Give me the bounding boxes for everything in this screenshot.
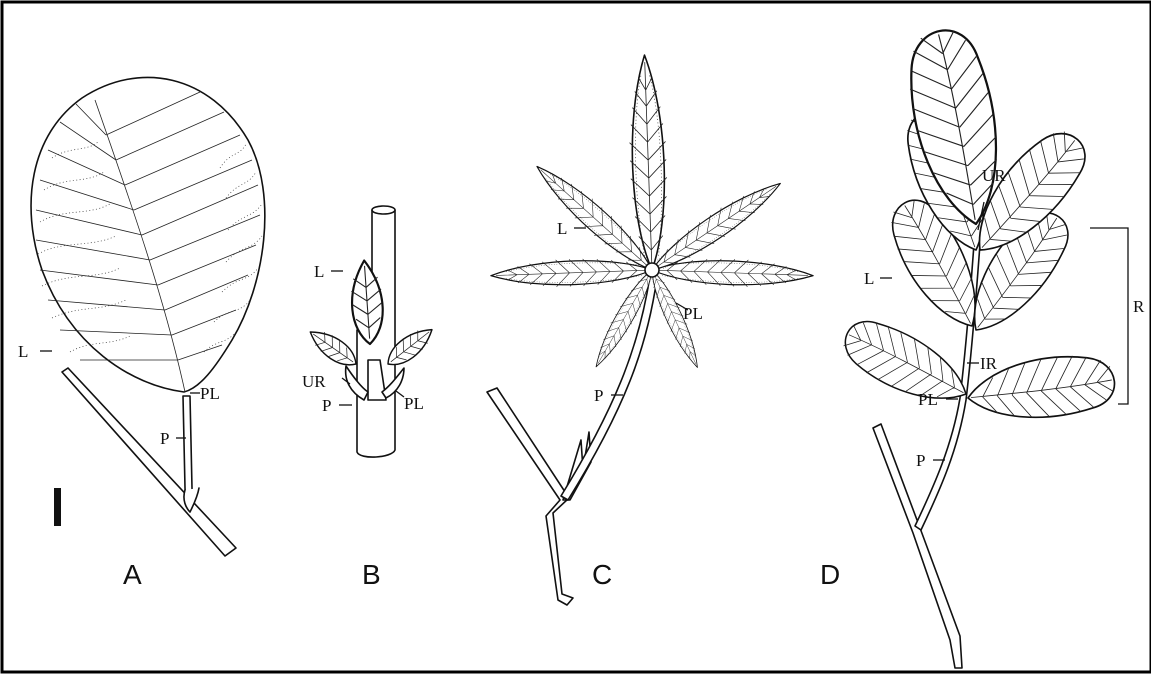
panel-a-label-pl: PL: [200, 384, 220, 403]
panel-b-label-l: L: [314, 262, 324, 281]
panel-d-label-ur: UR: [982, 166, 1006, 185]
panel-c-label-p: P: [594, 386, 603, 405]
panel-d-label-pl: PL: [918, 390, 938, 409]
panel-a-letter: A: [123, 559, 142, 590]
panel-d-label-l: L: [864, 269, 874, 288]
panel-b-letter: B: [362, 559, 381, 590]
panel-d-label-r: R: [1133, 297, 1145, 316]
panel-c-letter: C: [592, 559, 612, 590]
panel-d-label-ir: IR: [980, 354, 998, 373]
panel-b-label-ur: UR: [302, 372, 326, 391]
panel-b-label-p: P: [322, 396, 331, 415]
panel-c-petiole-apex: [645, 263, 659, 277]
panel-b-stem-top: [372, 206, 395, 214]
panel-a-label-l: L: [18, 342, 28, 361]
panel-c-label-l: L: [557, 219, 567, 238]
panel-a-label-p: P: [160, 429, 169, 448]
panel-d-label-p: P: [916, 451, 925, 470]
panel-d-letter: D: [820, 559, 840, 590]
panel-b-label-pl: PL: [404, 394, 424, 413]
scale-bar: [54, 488, 61, 526]
panel-c-label-pl: PL: [683, 304, 703, 323]
